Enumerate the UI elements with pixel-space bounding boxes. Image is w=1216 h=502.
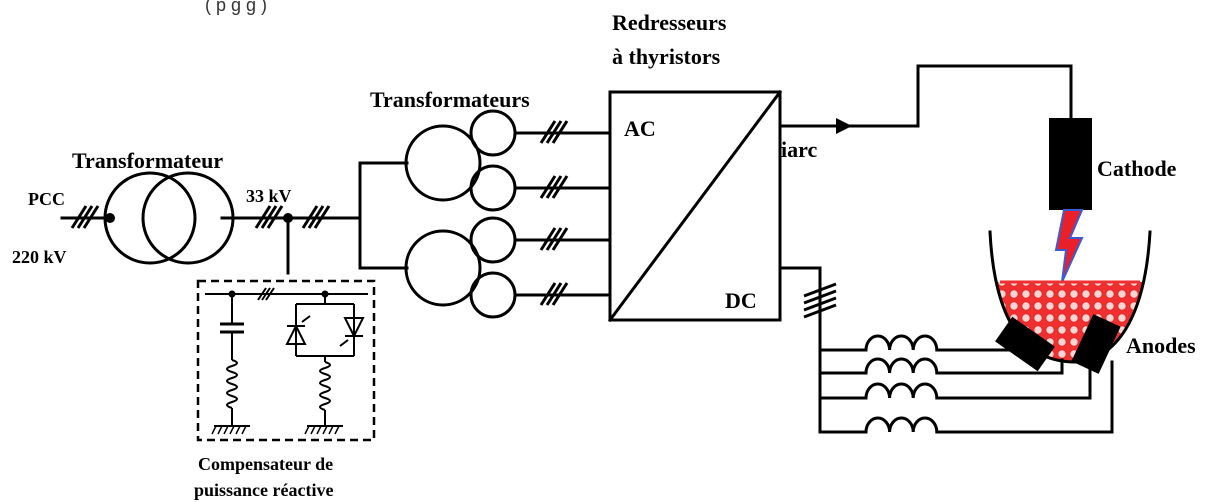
rectifier-transformer-2 (404, 216, 517, 319)
label-transformateur: Transformateur (72, 148, 223, 173)
label-cathode: Cathode (1097, 156, 1177, 181)
label-iarc: iarc (781, 137, 817, 162)
label-220kv: 220 kV (12, 247, 67, 267)
smoothing-inductors (864, 334, 939, 434)
label-dc: DC (725, 288, 757, 313)
arc-lightning (1054, 209, 1084, 283)
label-transformateurs: Transformateurs (370, 87, 530, 112)
secondary-lines (513, 131, 612, 297)
main-transformer-symbol (103, 171, 235, 265)
caption-fragment: ( p g g ) (205, 0, 267, 15)
label-33kv: 33 kV (246, 186, 292, 206)
label-anodes: Anodes (1126, 333, 1196, 358)
label-compensateur-line1: Compensateur de (198, 454, 333, 474)
three-phase-marks-bus (70, 205, 331, 229)
label-pcc: PCC (28, 189, 65, 209)
dc-return-circuit (778, 266, 1114, 434)
label-compensateur-line2: puissance réactive (194, 480, 333, 500)
rectifier-transformer-1 (404, 109, 517, 212)
reactive-compensator (196, 279, 376, 442)
arc-current-line (778, 64, 1073, 134)
three-phase-marks-dc (803, 282, 837, 319)
main-bus (60, 161, 409, 275)
thyristor-rectifier-box (607, 89, 783, 323)
three-phase-marks-secondary (539, 120, 569, 306)
label-ac: AC (624, 116, 656, 141)
label-redresseurs-line1: Redresseurs (612, 10, 727, 35)
cathode-electrode (1049, 118, 1092, 210)
anode-electrodes (995, 314, 1121, 374)
label-redresseurs-line2: à thyristors (612, 44, 721, 69)
